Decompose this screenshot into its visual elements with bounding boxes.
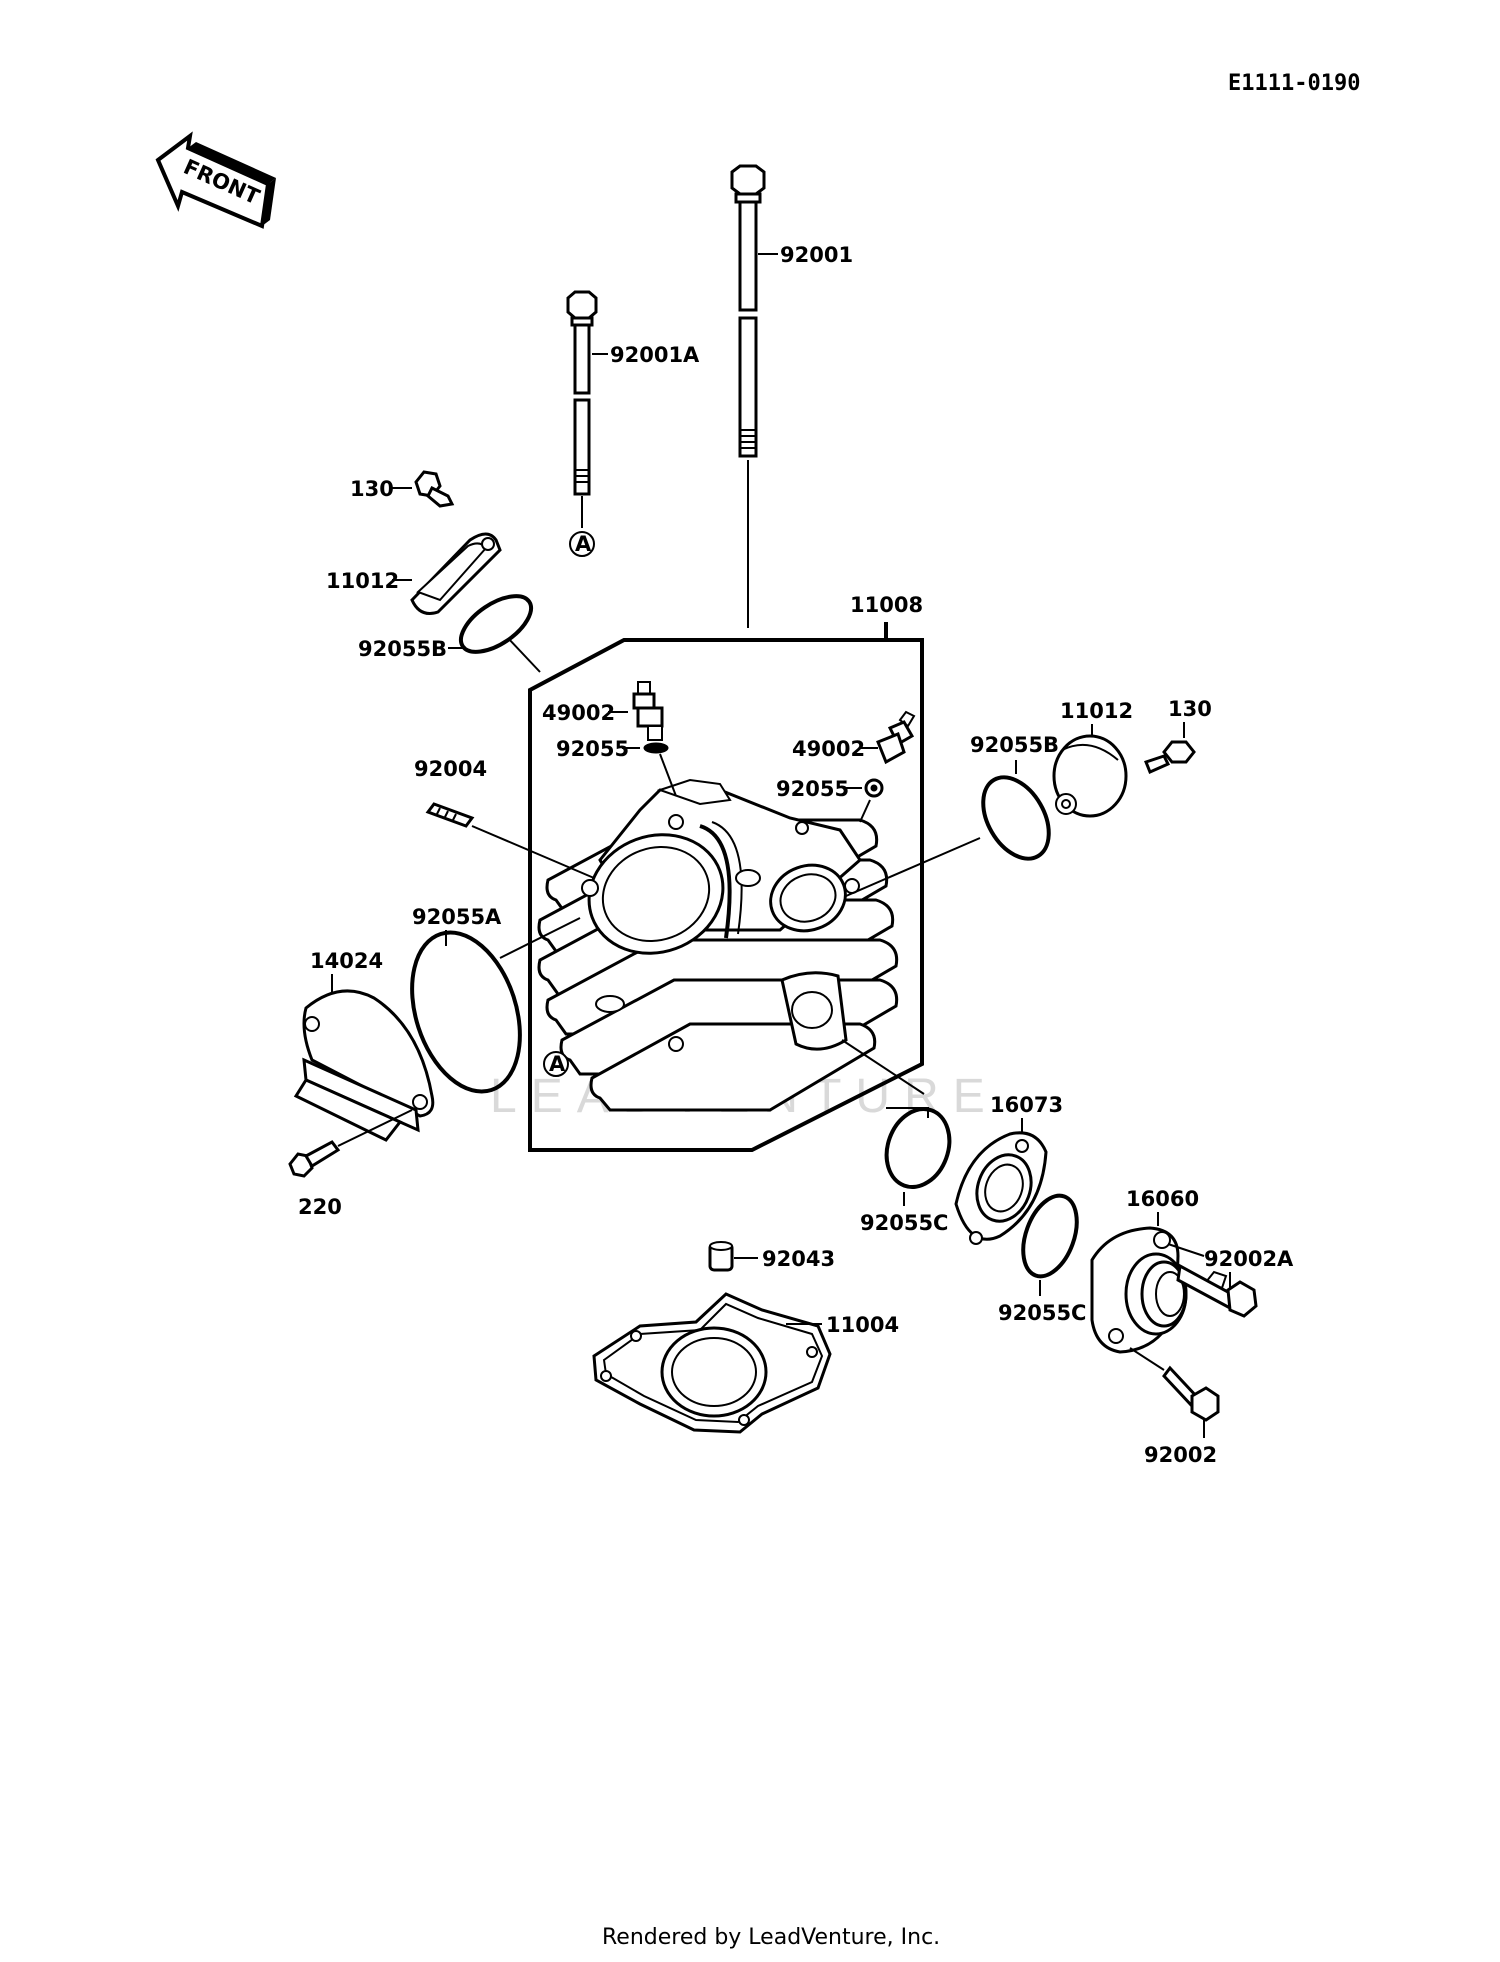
callout-92055a: 92055A bbox=[412, 905, 502, 929]
bolt-92002 bbox=[1162, 1365, 1220, 1422]
screw-220 bbox=[288, 1140, 341, 1178]
cover-14024 bbox=[293, 989, 435, 1142]
washer-92055-left bbox=[643, 742, 669, 754]
callout-92055c-lower: 92055C bbox=[998, 1301, 1086, 1325]
head-bolt-short bbox=[566, 290, 598, 528]
callout-49002-right: 49002 bbox=[792, 737, 865, 761]
callout-92001a: 92001A bbox=[610, 343, 700, 367]
callout-11012-right: 11012 bbox=[1060, 699, 1133, 723]
callout-16073: 16073 bbox=[990, 1093, 1063, 1117]
valve-cap-left bbox=[410, 532, 502, 615]
dowel-92043 bbox=[708, 1241, 734, 1272]
o-ring-92055c-upper bbox=[884, 1107, 952, 1189]
ref-marker-a-top-label: A bbox=[575, 532, 592, 556]
callout-130-left: 130 bbox=[350, 477, 394, 501]
bolt-130-right bbox=[1144, 740, 1196, 775]
callout-130-right: 130 bbox=[1168, 697, 1212, 721]
callout-92055-right: 92055 bbox=[776, 777, 849, 801]
gasket-11004 bbox=[592, 1292, 832, 1434]
front-arrow-icon: FRONT bbox=[155, 131, 276, 229]
footer-credit: Rendered by LeadVenture, Inc. bbox=[602, 1925, 940, 1950]
ref-marker-a-head-label: A bbox=[549, 1052, 566, 1076]
callout-92055b-left: 92055B bbox=[358, 637, 447, 661]
fitting-49002-left bbox=[632, 681, 664, 741]
o-ring-92055b-left bbox=[459, 594, 533, 654]
cylinder-head bbox=[537, 778, 899, 1112]
callout-11012-left: 11012 bbox=[326, 569, 399, 593]
o-ring-92055c-lower bbox=[1021, 1193, 1079, 1279]
pipe-16060 bbox=[1090, 1226, 1188, 1354]
callout-92055-left: 92055 bbox=[556, 737, 629, 761]
callout-11004: 11004 bbox=[826, 1313, 899, 1337]
fitting-49002-right bbox=[876, 710, 916, 765]
o-ring-92055a bbox=[410, 930, 522, 1094]
callout-92001: 92001 bbox=[780, 243, 853, 267]
callout-220: 220 bbox=[298, 1195, 342, 1219]
valve-cap-right bbox=[1052, 734, 1128, 818]
callout-92002: 92002 bbox=[1144, 1443, 1217, 1467]
callout-92002a: 92002A bbox=[1204, 1247, 1294, 1271]
callout-92055c-upper: 92055C bbox=[860, 1211, 948, 1235]
bolt-130-left bbox=[414, 470, 455, 508]
callout-16060: 16060 bbox=[1126, 1187, 1199, 1211]
head-bolt-long bbox=[730, 164, 766, 628]
ref-marker-a-top bbox=[569, 531, 595, 557]
o-ring-92055b-right bbox=[981, 775, 1051, 861]
stud-92004 bbox=[425, 802, 475, 828]
callout-92043: 92043 bbox=[762, 1247, 835, 1271]
callout-14024: 14024 bbox=[310, 949, 383, 973]
callout-92004: 92004 bbox=[414, 757, 487, 781]
holder-16073 bbox=[954, 1131, 1048, 1245]
bolt-92002a bbox=[1176, 1263, 1258, 1318]
diagram-code: E1111-0190 bbox=[1228, 71, 1360, 96]
head-group-outline bbox=[528, 622, 924, 1152]
callout-49002-left: 49002 bbox=[542, 701, 615, 725]
callout-92055b-right: 92055B bbox=[970, 733, 1059, 757]
ref-marker-a-head bbox=[543, 1051, 569, 1077]
callout-11008: 11008 bbox=[850, 593, 923, 617]
